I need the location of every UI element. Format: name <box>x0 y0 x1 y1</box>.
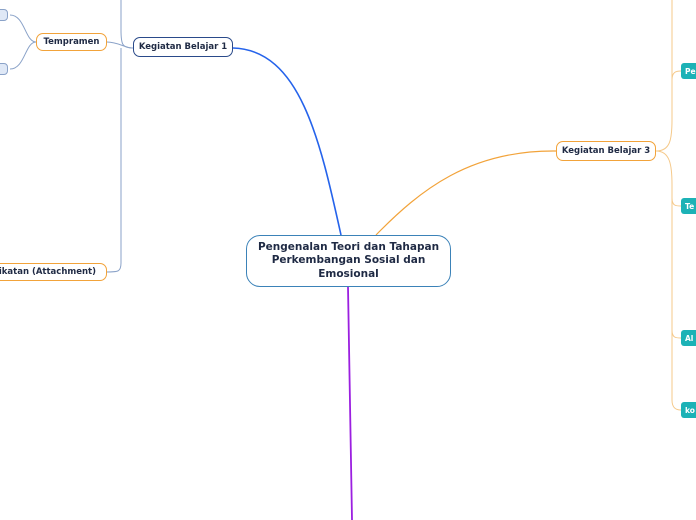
subtopic-al-label: Al <box>685 333 694 343</box>
connector-kb1-vertical <box>120 0 134 49</box>
central-topic-label: Pengenalan Teori dan Tahapan Perkembanga… <box>257 240 440 280</box>
subtopic-te[interactable]: Te <box>681 198 696 214</box>
subtopic-al[interactable]: Al <box>681 330 696 346</box>
subtopic-ko-label: ko <box>685 405 695 415</box>
connector-central-kb3 <box>375 150 557 236</box>
subtopic-pe-label: Pe <box>685 66 696 76</box>
topic-kegiatan-belajar-3-label: Kegiatan Belajar 3 <box>561 146 651 156</box>
collapsed-node-stub-bottom[interactable] <box>0 63 8 75</box>
connector-central-down <box>347 286 353 520</box>
connector-central-kb1 <box>232 47 342 236</box>
connector-kb1-tempramen <box>106 41 134 49</box>
subtopic-pe[interactable]: Pe <box>681 63 696 79</box>
subtopic-te-label: Te <box>685 201 695 211</box>
connector-kb3-down <box>655 150 682 411</box>
connector-kb3-up <box>655 0 673 152</box>
connector-tempramen-top <box>9 14 37 43</box>
subtopic-keterikatan-label: Keterikatan (Attachment) <box>0 267 96 277</box>
topic-kegiatan-belajar-3[interactable]: Kegiatan Belajar 3 <box>556 141 656 161</box>
connector-tempramen-bottom <box>9 41 37 70</box>
central-topic[interactable]: Pengenalan Teori dan Tahapan Perkembanga… <box>246 235 451 287</box>
subtopic-tempramen-label: Tempramen <box>43 37 100 47</box>
connector-kb3-te <box>671 197 682 207</box>
topic-kegiatan-belajar-1[interactable]: Kegiatan Belajar 1 <box>133 37 233 57</box>
connector-kb1-down <box>105 48 122 273</box>
collapsed-node-stub-top[interactable] <box>0 9 8 21</box>
connector-kb3-pe <box>671 70 682 81</box>
connector-kb3-al <box>671 329 682 339</box>
subtopic-keterikatan[interactable]: Keterikatan (Attachment) <box>0 263 107 281</box>
topic-kegiatan-belajar-1-label: Kegiatan Belajar 1 <box>138 42 228 52</box>
subtopic-tempramen[interactable]: Tempramen <box>36 33 107 51</box>
subtopic-ko[interactable]: ko <box>681 402 696 418</box>
